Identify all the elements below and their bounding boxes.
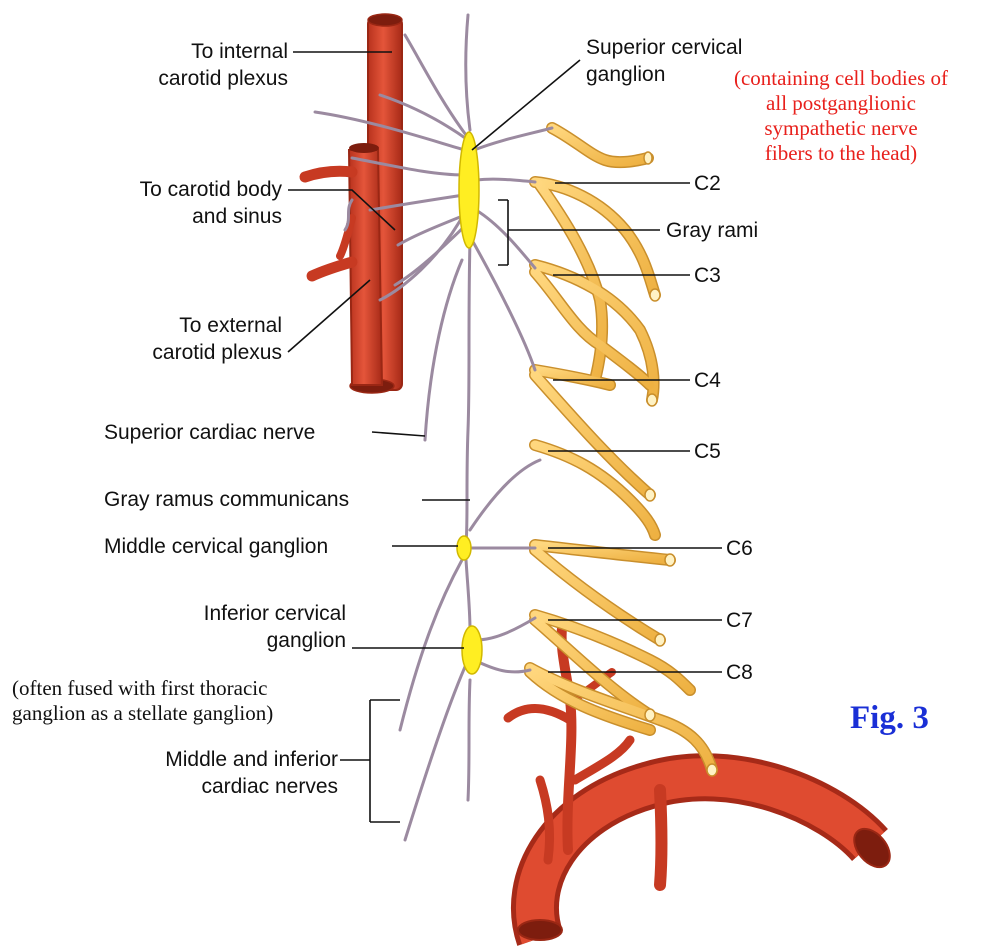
inferior-cervical-ganglion	[462, 626, 482, 674]
stellate-ganglion-note: (often fused with first thoracic ganglio…	[12, 676, 273, 726]
label-gray-ramus-communicans: Gray ramus communicans	[104, 486, 349, 513]
leader-superior-cardiac	[372, 432, 425, 436]
label-c3: C3	[694, 262, 721, 289]
label-c8: C8	[726, 659, 753, 686]
label-c6: C6	[726, 535, 753, 562]
carotid-branches	[305, 171, 352, 276]
label-c7: C7	[726, 607, 753, 634]
label-superior-cardiac-nerve: Superior cardiac nerve	[104, 419, 315, 446]
middle-cervical-ganglion	[457, 536, 471, 560]
label-gray-rami: Gray rami	[666, 217, 758, 244]
superior-ganglion-note: (containing cell bodies of all postgangl…	[706, 66, 976, 166]
figure-label: Fig. 3	[850, 700, 929, 737]
leader-cardiac-bracket	[340, 700, 400, 822]
label-c5: C5	[694, 438, 721, 465]
label-middle-and-inferior-cardiac-nerves: Middle and inferior cardiac nerves	[90, 746, 338, 800]
label-middle-cervical-ganglion: Middle cervical ganglion	[104, 533, 328, 560]
aortic-arch	[518, 777, 897, 940]
superior-cervical-ganglion	[459, 132, 479, 248]
label-to-internal-carotid-plexus: To internal carotid plexus	[110, 38, 288, 92]
label-to-external-carotid-plexus: To external carotid plexus	[110, 312, 282, 366]
label-inferior-cervical-ganglion: Inferior cervical ganglion	[150, 600, 346, 654]
label-c2: C2	[694, 170, 721, 197]
label-to-carotid-body-and-sinus: To carotid body and sinus	[88, 176, 282, 230]
label-c4: C4	[694, 367, 721, 394]
